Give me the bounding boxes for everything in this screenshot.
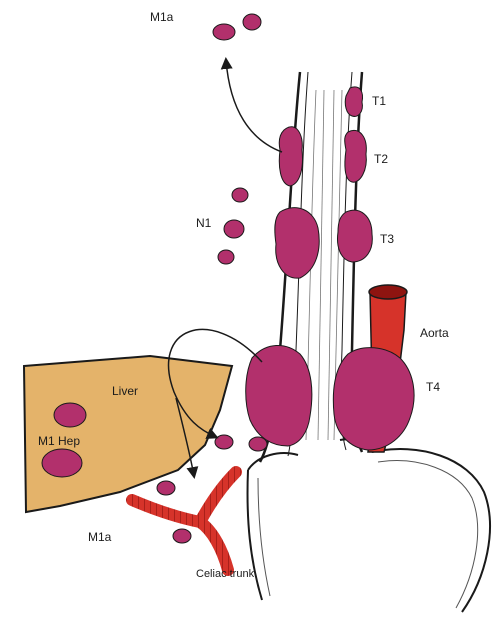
- label-m1-hep: M1 Hep: [38, 434, 80, 448]
- stomach-inner: [258, 461, 478, 608]
- label-m1a-top: M1a: [150, 10, 173, 24]
- tumor-t2-left: [279, 127, 302, 186]
- liver-metastasis: [42, 449, 82, 477]
- label-aorta: Aorta: [420, 326, 449, 340]
- metastasis-arrow: [226, 60, 282, 152]
- lymph-node: [232, 188, 248, 202]
- tumor-t1: [345, 87, 362, 116]
- label-t1: T1: [372, 94, 386, 108]
- label-m1a-bottom: M1a: [88, 530, 111, 544]
- metastasis-node: [213, 24, 235, 40]
- celiac-trunk: [132, 472, 236, 570]
- tumor-t4-right: [333, 348, 414, 450]
- stomach: [248, 449, 490, 612]
- metastasis-node: [249, 437, 267, 451]
- lymph-node: [224, 220, 244, 238]
- label-liver: Liver: [112, 384, 138, 398]
- metastasis-node: [243, 14, 261, 30]
- lymph-node: [218, 250, 234, 264]
- liver-metastasis: [54, 403, 86, 427]
- tumor-t3-left: [275, 208, 319, 279]
- label-t3: T3: [380, 232, 394, 246]
- metastasis-node: [173, 529, 191, 543]
- aorta-opening: [369, 285, 407, 299]
- label-t2: T2: [374, 152, 388, 166]
- metastasis-node: [215, 435, 233, 449]
- label-n1: N1: [196, 216, 211, 230]
- tumor-t3-right: [338, 210, 373, 262]
- tumor-t2-right: [345, 130, 367, 182]
- label-celiac-trunk: Celiac trunk: [196, 568, 254, 580]
- tumor-t4-left: [246, 345, 312, 446]
- metastasis-node: [157, 481, 175, 495]
- label-t4: T4: [426, 380, 440, 394]
